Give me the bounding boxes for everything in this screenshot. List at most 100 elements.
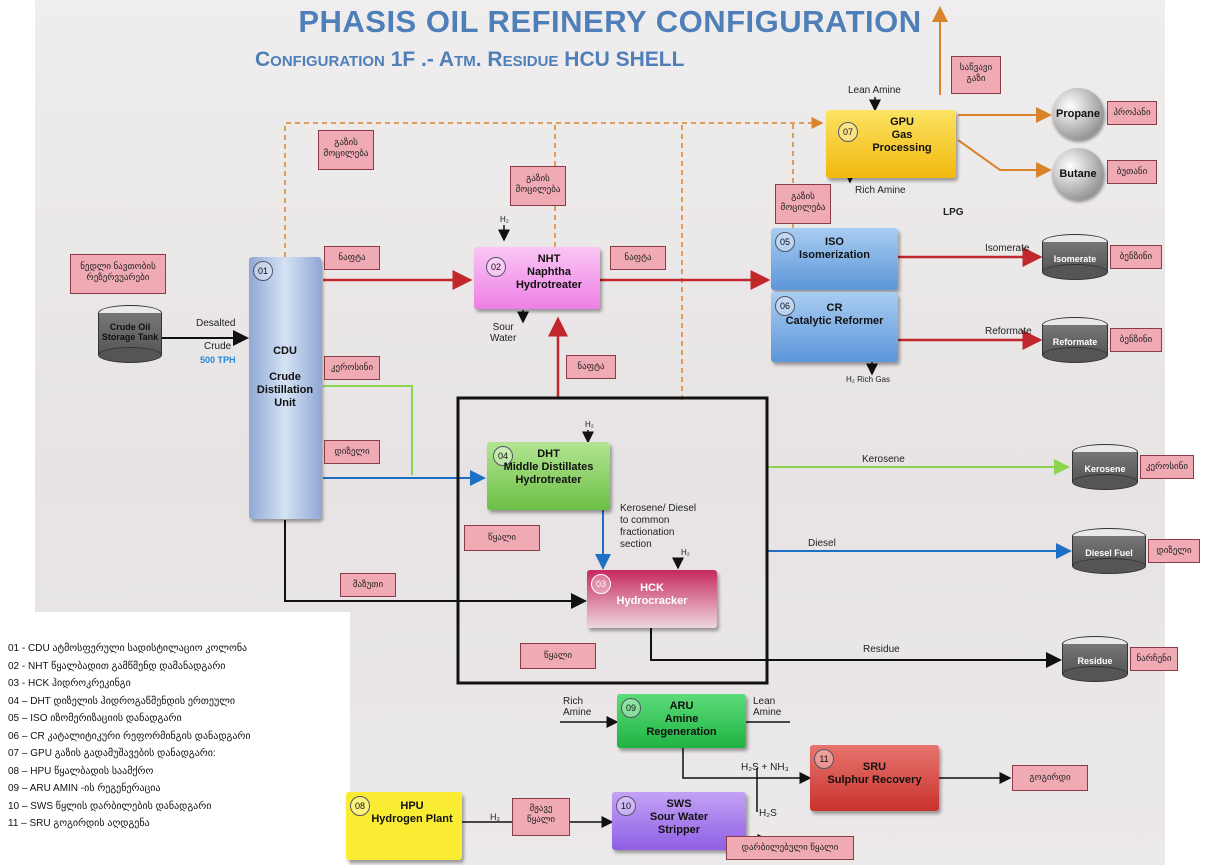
sws-unit[interactable]: 10 SWS Sour Water Stripper bbox=[612, 792, 746, 850]
unit-name: DHT Middle Distillates Hydrotreater bbox=[503, 448, 594, 486]
rich-amine-label: Rich Amine bbox=[563, 696, 592, 718]
hck-unit[interactable]: 03 HCK Hydrocracker bbox=[587, 570, 717, 628]
lean-amine-label: Lean Amine bbox=[753, 696, 782, 718]
georgian-label-water: წყალი bbox=[464, 525, 540, 551]
tank-label: Kerosene bbox=[1084, 464, 1126, 474]
unit-name: NHT Naphtha Hydrotreater bbox=[515, 253, 583, 291]
cdu-unit[interactable]: 01 CDU Crude Distillation Unit bbox=[249, 257, 321, 519]
residue-tank: Residue bbox=[1062, 636, 1128, 682]
aru-unit[interactable]: 09 ARU Amine Regeneration bbox=[617, 694, 746, 748]
unit-number: 01 bbox=[253, 261, 273, 281]
butane-sphere: Butane bbox=[1052, 148, 1104, 200]
tank-label: Reformate bbox=[1052, 337, 1098, 347]
propane-sphere: Propane bbox=[1052, 88, 1104, 140]
reformate-label: Reformate bbox=[985, 326, 1032, 337]
residue-label: Residue bbox=[863, 644, 900, 655]
unit-number: 06 bbox=[775, 296, 795, 316]
legend-item: 11 – SRU გოგირდის აღდგენა bbox=[8, 818, 150, 829]
rich-amine-top-label: Rich Amine bbox=[855, 185, 906, 196]
legend-panel bbox=[0, 612, 350, 865]
unit-name: GPU Gas Processing bbox=[872, 116, 932, 154]
georgian-label-kerosene-out: კეროსინი bbox=[1140, 455, 1194, 479]
page-subtitle: Configuration 1F .- Atm. Residue HCU SHE… bbox=[255, 48, 685, 71]
cr-unit[interactable]: 06 CR Catalytic Reformer bbox=[771, 292, 898, 362]
nht-unit[interactable]: 02 NHT Naphtha Hydrotreater bbox=[474, 247, 600, 309]
georgian-label-water: წყალი bbox=[520, 643, 596, 669]
gpu-unit[interactable]: 07 GPU Gas Processing bbox=[826, 110, 956, 178]
hpu-unit[interactable]: 08 HPU Hydrogen Plant bbox=[346, 792, 462, 860]
kerosene-tank: Kerosene bbox=[1072, 444, 1138, 490]
legend-item: 08 – HPU წყალბადის საამქრო bbox=[8, 765, 154, 777]
kerosene-label: Kerosene bbox=[862, 454, 905, 465]
tank-label: Residue bbox=[1077, 656, 1113, 666]
reformate-tank: Reformate bbox=[1042, 317, 1108, 363]
georgian-label-mazut: მაზუთი bbox=[340, 573, 396, 597]
unit-number: 02 bbox=[486, 257, 506, 277]
sru-unit[interactable]: 11 SRU Sulphur Recovery bbox=[810, 745, 939, 811]
unit-number: 11 bbox=[814, 749, 834, 769]
georgian-label-gas-release: გაზის მოცილება bbox=[775, 184, 831, 224]
unit-name: SWS Sour Water Stripper bbox=[649, 798, 709, 836]
isomerate-tank: Isomerate bbox=[1042, 234, 1108, 280]
tank-label: Diesel Fuel bbox=[1085, 548, 1133, 558]
georgian-label-diesel-cdu: დიზელი bbox=[324, 440, 380, 464]
legend-item: 07 – GPU გაზის გადამუშავების დანადგარი: bbox=[8, 748, 216, 759]
georgian-label-butane: ბუთანი bbox=[1107, 160, 1157, 184]
legend-item: 04 – DHT დიზელის ჰიდროგაწმენდის ერთეული bbox=[8, 695, 236, 707]
unit-number: 03 bbox=[591, 574, 611, 594]
h2s-nh3-label: H₂S + NH₃ bbox=[741, 762, 789, 773]
legend-item: 10 – SWS წყლის დარბილების დანადგარი bbox=[8, 800, 212, 812]
h2-nht-label: H₂ bbox=[500, 215, 509, 224]
georgian-label-benzine: ბენზინი bbox=[1110, 245, 1162, 269]
georgian-label-gas-release: გაზის მოცილება bbox=[510, 166, 566, 206]
h2s-label: H₂S bbox=[759, 808, 777, 819]
unit-legend: 01 - CDU ატმოსფერული სადისტილაციო კოლონა… bbox=[8, 640, 343, 833]
georgian-label-residue-out: ნარჩენი bbox=[1130, 647, 1178, 671]
legend-item: 02 - NHT წყალბადით გამწმენდ დამანადგარი bbox=[8, 660, 226, 672]
legend-item: 09 – ARU AMIN -ის რეგენერაცია bbox=[8, 783, 161, 794]
kerosene-diesel-note: Kerosene/ Diesel to common fractionation… bbox=[620, 503, 697, 550]
legend-item: 03 - HCK ჰიდროკრეკინგი bbox=[8, 678, 131, 689]
unit-name: ISO Isomerization bbox=[799, 236, 870, 261]
dht-unit[interactable]: 04 DHT Middle Distillates Hydrotreater bbox=[487, 442, 610, 510]
crude-oil-tank: Crude Oil Storage Tank bbox=[98, 305, 162, 363]
georgian-label-sour-water: მჟავე წყალი bbox=[512, 798, 570, 836]
georgian-label-sulfur: გოგირდი bbox=[1012, 765, 1088, 791]
diesel-fuel-tank: Diesel Fuel bbox=[1072, 528, 1146, 574]
georgian-label-gas-release: გაზის მოცილება bbox=[318, 130, 374, 170]
legend-item: 06 – CR კატალიტიკური რეფორმინგის დანადგა… bbox=[8, 730, 251, 742]
sour-water-label: Sour Water bbox=[490, 322, 517, 344]
unit-number: 04 bbox=[493, 446, 513, 466]
unit-name: HPU Hydrogen Plant bbox=[371, 800, 453, 825]
unit-number: 07 bbox=[838, 122, 858, 142]
h2-hck-label: H₂ bbox=[681, 548, 690, 557]
lean-amine-top-label: Lean Amine bbox=[848, 85, 901, 96]
unit-number: 08 bbox=[350, 796, 370, 816]
desalted-label: Desalted bbox=[196, 318, 236, 329]
lpg-label: LPG bbox=[943, 207, 964, 218]
legend-item: 05 – ISO იზომერიზაციის დანადგარი bbox=[8, 713, 182, 724]
diesel-label: Diesel bbox=[808, 538, 836, 549]
unit-name: SRU Sulphur Recovery bbox=[827, 761, 922, 786]
unit-name: HCK Hydrocracker bbox=[616, 582, 688, 607]
legend-item: 01 - CDU ატმოსფერული სადისტილაციო კოლონა bbox=[8, 643, 248, 654]
unit-name: CR Catalytic Reformer bbox=[785, 302, 884, 327]
georgian-label-diesel-out: დიზელი bbox=[1148, 539, 1200, 563]
georgian-label-benzine: ბენზინი bbox=[1110, 328, 1162, 352]
h2-hpu-label: H₂ bbox=[490, 812, 500, 822]
unit-name: CDU Crude Distillation Unit bbox=[256, 345, 314, 409]
unit-name: ARU Amine Regeneration bbox=[646, 700, 717, 738]
georgian-label-naphtha: ნაფტა bbox=[610, 246, 666, 270]
unit-number: 10 bbox=[616, 796, 636, 816]
georgian-label-propane: პროპანი bbox=[1107, 101, 1157, 125]
unit-number: 09 bbox=[621, 698, 641, 718]
iso-unit[interactable]: 05 ISO Isomerization bbox=[771, 228, 898, 290]
crude-label: Crude bbox=[204, 341, 232, 352]
page-title: PHASIS OIL REFINERY CONFIGURATION bbox=[298, 4, 922, 39]
h2-rich-gas-label: H₂ Rich Gas bbox=[846, 375, 891, 384]
tank-label: Isomerate bbox=[1053, 254, 1097, 264]
tph-label: 500 TPH bbox=[200, 355, 236, 365]
georgian-label-naphtha: ნაფტა bbox=[566, 355, 616, 379]
